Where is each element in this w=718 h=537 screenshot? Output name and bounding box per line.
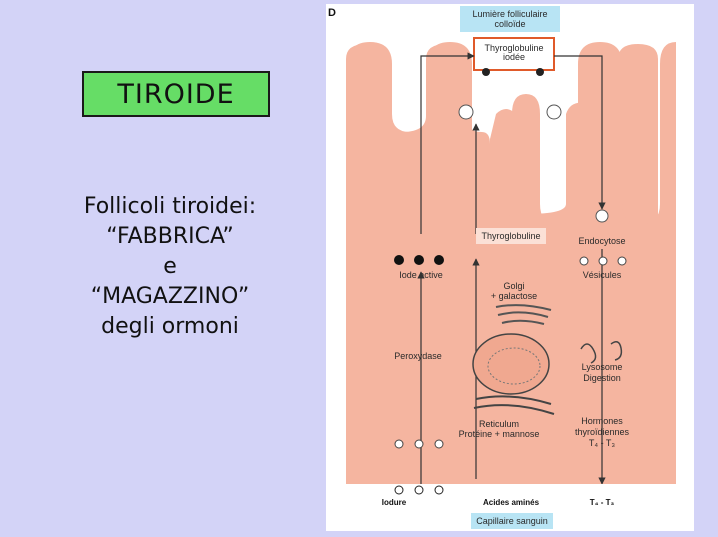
lysosome-label-2: Digestion xyxy=(583,373,621,383)
panel-letter: D xyxy=(328,7,336,19)
description-line: “MAGAZZINO” xyxy=(90,284,250,309)
description-line: Follicoli tiroidei: xyxy=(83,194,257,219)
slide-title: TIROIDE xyxy=(82,71,270,117)
description-line: degli ormoni xyxy=(101,314,239,339)
acides-amines-label: Acides aminés xyxy=(483,498,540,507)
golgi-label: Golgi xyxy=(503,281,524,291)
description-line: e xyxy=(163,254,177,279)
t4-t3-label: T₄ - T₃ xyxy=(590,498,615,507)
golgi-label-2: + galactose xyxy=(491,291,537,301)
iodure-label: Iodure xyxy=(382,498,407,507)
thyroglobuline-label: Thyroglobuline xyxy=(481,231,540,241)
thyroglobuline-iodee-label: Thyroglobuline xyxy=(484,43,543,53)
hormones-label: Hormones xyxy=(581,416,623,426)
reticulum-label-2: Protéine + mannose xyxy=(459,429,540,439)
capillaire-box xyxy=(471,513,553,529)
reticulum-label: Reticulum xyxy=(479,419,519,429)
hormones-label-3: T₄ - T₃ xyxy=(589,438,616,448)
lumen-label: Lumière folliculaire xyxy=(472,9,547,19)
vesicules-label: Vésicules xyxy=(583,270,622,280)
thyroglobuline-iodee-box xyxy=(473,37,555,71)
lumen-label-box xyxy=(460,6,560,32)
nucleus xyxy=(472,333,550,395)
slide-description: Follicoli tiroidei: “FABBRICA” e “MAGAZZ… xyxy=(40,192,300,342)
peroxydase-label: Peroxydase xyxy=(394,351,442,361)
lumen-label-2: colloïde xyxy=(494,19,525,29)
cell-outline xyxy=(348,42,676,484)
follicle-diagram-svg: D Lumière folliculaire colloïde Thyroglo… xyxy=(326,6,694,531)
endocytose-label: Endocytose xyxy=(578,236,625,246)
lysosome-label: Lysosome xyxy=(582,362,623,372)
follicle-diagram: D Lumière folliculaire colloïde Thyroglo… xyxy=(326,4,694,531)
hormones-label-2: thyroïdiennes xyxy=(575,427,630,437)
thyroglobuline-iodee-label-2: iodée xyxy=(503,52,525,62)
description-line: “FABBRICA” xyxy=(106,224,234,249)
capillaire-label: Capillaire sanguin xyxy=(476,516,548,526)
